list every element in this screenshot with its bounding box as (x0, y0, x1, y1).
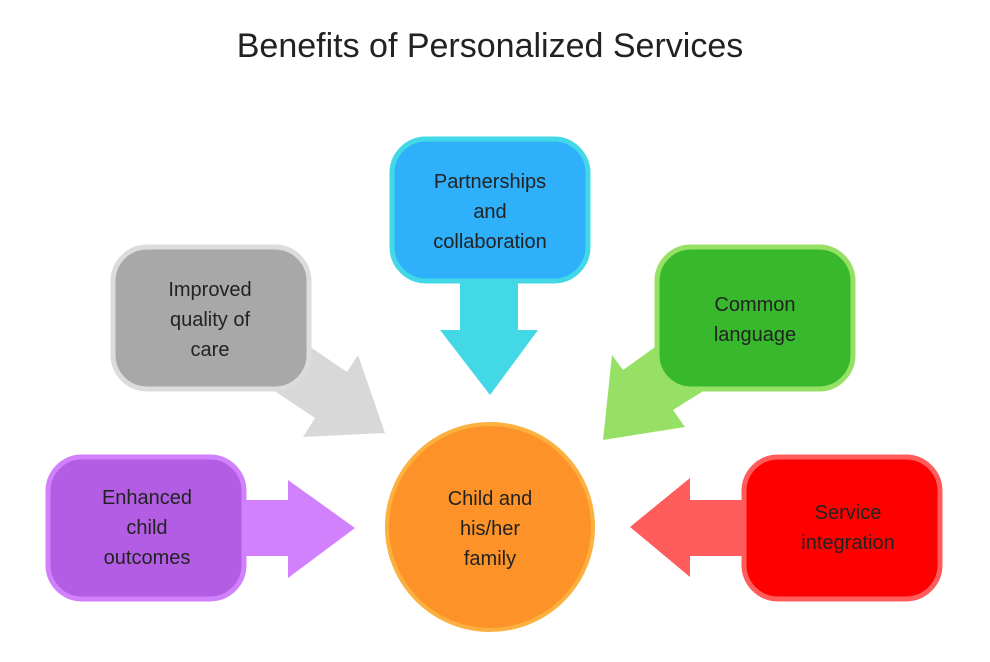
center-label: Child and (448, 488, 533, 510)
arrow-partnerships (440, 280, 538, 395)
node-language: Common language (654, 244, 856, 392)
node-quality: Improved quality of care (110, 244, 312, 392)
node-label: language (714, 324, 796, 346)
node-label: care (191, 339, 230, 361)
node-label: collaboration (433, 231, 546, 253)
node-integration: Service integration (741, 454, 943, 602)
node-label: Enhanced (102, 487, 192, 509)
arrow-outcomes (240, 480, 355, 578)
node-label: Service (815, 502, 882, 524)
center-node: Child and his/her family (385, 422, 595, 632)
center-label: family (464, 548, 516, 570)
diagram-title: Benefits of Personalized Services (237, 27, 743, 65)
node-label: and (473, 201, 506, 223)
center-label: his/her (460, 518, 520, 540)
node-label: quality of (170, 309, 250, 331)
node-label: Common (714, 294, 795, 316)
node-label: Partnerships (434, 171, 546, 193)
node-label: child (126, 517, 167, 539)
node-label: integration (801, 532, 894, 554)
node-partnerships: Partnerships and collaboration (389, 136, 591, 284)
arrow-integration (630, 478, 745, 577)
node-label: outcomes (104, 547, 191, 569)
node-label: Improved (168, 279, 251, 301)
node-outcomes: Enhanced child outcomes (45, 454, 247, 602)
